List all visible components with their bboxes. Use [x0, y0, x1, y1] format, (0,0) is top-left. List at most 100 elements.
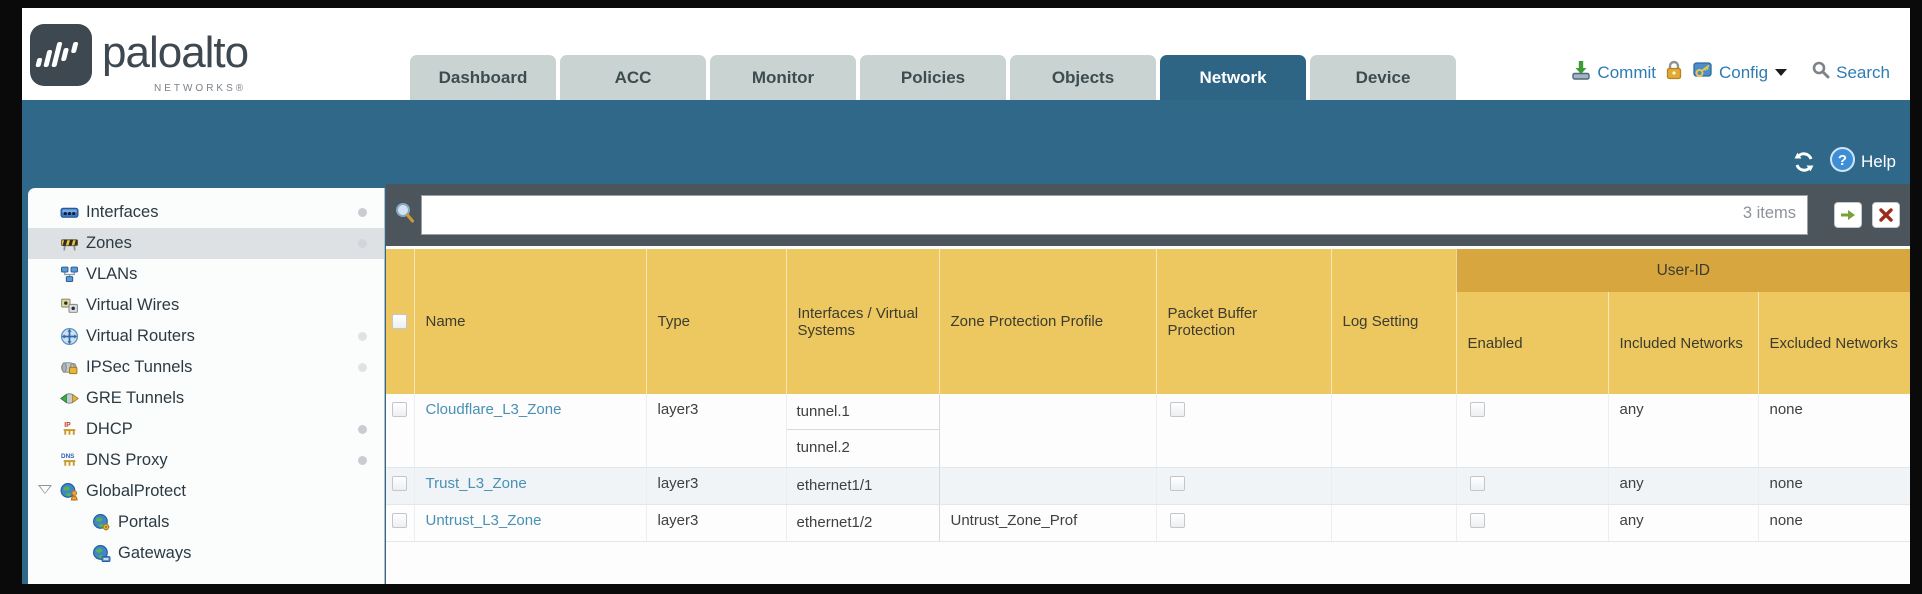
col-header-type[interactable]: Type [646, 249, 787, 394]
status-dot [358, 363, 367, 372]
col-header-included-networks[interactable]: Included Networks [1608, 292, 1759, 394]
status-dot [358, 208, 367, 217]
col-header-excluded-networks[interactable]: Excluded Networks [1758, 292, 1910, 394]
packet-buffer-checkbox[interactable] [1169, 402, 1185, 417]
sidebar-item-globalprotect[interactable]: GlobalProtect [28, 476, 384, 507]
commit-button[interactable]: Commit [1570, 59, 1656, 86]
row-checkbox[interactable] [392, 512, 407, 528]
sidebar-item-portals[interactable]: Portals [28, 507, 384, 538]
status-dot [358, 332, 367, 341]
dhcp-icon: IP [63, 422, 76, 435]
header-actions: Commit Config [1570, 59, 1890, 86]
select-all-header[interactable] [386, 249, 415, 394]
sidebar-item-dhcp[interactable]: IP DHCP [28, 414, 384, 445]
sidebar-item-gateways[interactable]: Gateways [28, 538, 384, 569]
teal-band: ? Help [22, 100, 1910, 184]
zone-name-link[interactable]: Untrust_L3_Zone [425, 511, 542, 529]
user-id-enabled-checkbox[interactable] [1469, 512, 1485, 528]
refresh-icon[interactable] [1791, 149, 1817, 175]
brand-word: paloalto [102, 28, 249, 77]
help-button[interactable]: ? Help [1829, 146, 1896, 178]
select-all-checkbox[interactable] [392, 314, 407, 329]
excluded-networks-cell: none [1758, 504, 1910, 542]
sidebar-item-gre-tunnels[interactable]: GRE Tunnels [28, 383, 384, 414]
col-header-zone-protection-profile[interactable]: Zone Protection Profile [939, 249, 1157, 394]
tab-dashboard[interactable]: Dashboard [410, 55, 556, 100]
user-id-group-header: User-ID [1456, 249, 1910, 292]
tab-policies[interactable]: Policies [860, 55, 1006, 100]
interface-cell: ethernet1/2 [796, 513, 873, 531]
excluded-networks-cell: none [1758, 394, 1910, 468]
zone-name-link[interactable]: Trust_L3_Zone [425, 474, 527, 492]
help-icon: ? [1829, 146, 1856, 178]
chevron-down-icon [1775, 69, 1788, 76]
virtual-wires-icon [61, 298, 78, 313]
clear-filter-button[interactable] [1872, 202, 1900, 228]
included-networks-cell: any [1608, 394, 1759, 468]
excluded-networks-cell: none [1758, 467, 1910, 505]
virtual-routers-icon [60, 327, 79, 346]
items-count: 3 items [1742, 204, 1796, 222]
interface-cell: ethernet1/1 [796, 476, 873, 494]
content-area: Interfaces Zones [22, 184, 1910, 584]
zone-name-link[interactable]: Cloudflare_L3_Zone [425, 401, 562, 418]
sidebar-item-virtual-routers[interactable]: Virtual Routers [28, 321, 384, 352]
table-row: Untrust_L3_Zone layer3 ethernet1/2 Untru… [386, 504, 1910, 542]
dns-proxy-icon: DNS [61, 453, 76, 466]
row-checkbox[interactable] [392, 402, 407, 417]
tab-acc[interactable]: ACC [560, 55, 706, 100]
svg-text:IP: IP [64, 422, 71, 429]
svg-text:?: ? [1838, 152, 1847, 169]
sidebar-item-vlans[interactable]: VLANs [28, 259, 384, 290]
sidebar-item-ipsec-tunnels[interactable]: IPSec Tunnels [28, 352, 384, 383]
zone-protection-profile-cell: Untrust_Zone_Prof [939, 504, 1157, 542]
zones-panel: 3 items [386, 184, 1910, 584]
apply-filter-button[interactable] [1834, 202, 1862, 228]
table-row: Cloudflare_L3_Zone layer3 tunnel.1 tunne… [386, 394, 1910, 468]
sidebar-item-interfaces[interactable]: Interfaces [28, 197, 384, 228]
status-dot [358, 425, 367, 434]
user-id-enabled-checkbox[interactable] [1469, 402, 1485, 417]
brand-logo: paloalto NETWORKS® [30, 24, 249, 94]
global-search-button[interactable]: Search [1811, 60, 1890, 85]
commit-icon [1570, 59, 1592, 86]
user-id-enabled-checkbox[interactable] [1469, 475, 1485, 491]
tab-monitor[interactable]: Monitor [710, 55, 856, 100]
filter-input[interactable] [421, 195, 1808, 235]
interface-cell: tunnel.2 [796, 439, 850, 456]
globalprotect-icon [60, 483, 78, 501]
sidebar-item-dns-proxy[interactable]: DNS DNS Proxy [28, 445, 384, 476]
lock-icon[interactable] [1664, 59, 1684, 86]
col-header-interfaces[interactable]: Interfaces / Virtual Systems [786, 249, 940, 394]
search-icon [1811, 60, 1831, 85]
col-header-log-setting[interactable]: Log Setting [1331, 249, 1457, 394]
expander-triangle-icon[interactable] [38, 485, 52, 494]
zones-icon [61, 239, 78, 251]
panos-window: paloalto NETWORKS® Dashboard ACC Monitor… [22, 8, 1910, 584]
sidebar-item-virtual-wires[interactable]: Virtual Wires [28, 290, 384, 321]
interfaces-icon [60, 207, 79, 218]
row-checkbox[interactable] [392, 475, 407, 491]
arrow-right-icon [1841, 210, 1855, 220]
packet-buffer-checkbox[interactable] [1169, 475, 1185, 491]
packet-buffer-checkbox[interactable] [1169, 512, 1185, 528]
col-header-name[interactable]: Name [414, 249, 647, 394]
close-icon [1879, 208, 1893, 222]
zones-table: Name Type Interfaces / Virtual Systems Z… [386, 249, 1910, 542]
included-networks-cell: any [1608, 467, 1759, 505]
col-header-enabled[interactable]: Enabled [1456, 292, 1609, 394]
interface-cell: tunnel.1 [786, 394, 939, 430]
tab-device[interactable]: Device [1310, 55, 1456, 100]
tab-objects[interactable]: Objects [1010, 55, 1156, 100]
filter-bar: 3 items [386, 184, 1910, 246]
gateways-icon [93, 545, 111, 562]
config-button[interactable]: Config [1692, 59, 1788, 86]
tab-network[interactable]: Network [1160, 55, 1306, 100]
ipsec-tunnels-icon [61, 362, 78, 375]
portals-icon [93, 514, 110, 531]
gre-tunnels-icon [60, 393, 79, 404]
sidebar-item-zones[interactable]: Zones [28, 228, 384, 259]
svg-text:DNS: DNS [61, 453, 74, 460]
col-header-packet-buffer-protection[interactable]: Packet Buffer Protection [1156, 249, 1332, 394]
